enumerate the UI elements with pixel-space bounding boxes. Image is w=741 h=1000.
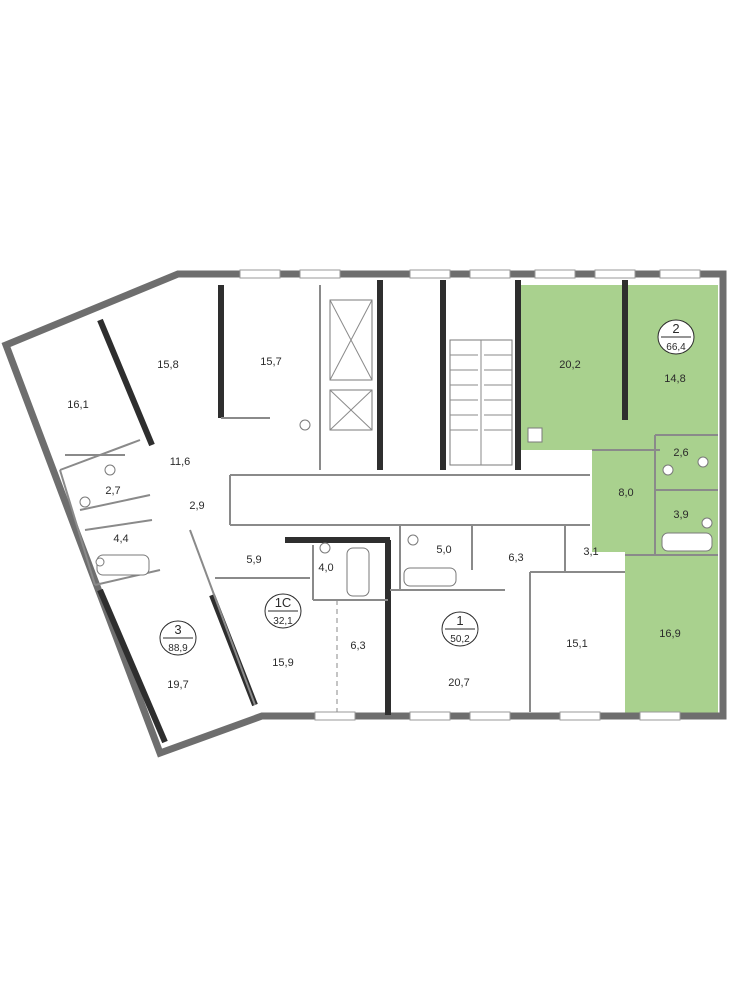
windows [239, 269, 701, 721]
room-labels: 16,1 15,8 15,7 11,6 2,7 4,4 2,9 19,7 5,9… [67, 356, 688, 691]
room-area: 14,8 [664, 373, 685, 385]
room-area: 2,6 [673, 447, 688, 459]
apartment-number: 1 [456, 613, 463, 628]
room-area: 3,1 [583, 546, 598, 558]
apartment-badge-3[interactable]: 3 88,9 [159, 620, 197, 656]
room-area: 15,8 [157, 359, 178, 371]
room-area: 6,3 [508, 552, 523, 564]
room-area: 5,9 [246, 554, 261, 566]
apartment-number: 2 [672, 321, 679, 336]
room-area: 6,3 [350, 640, 365, 652]
room-area: 2,9 [189, 500, 204, 512]
room-area: 15,7 [260, 356, 281, 368]
interior-walls [59, 280, 718, 744]
room-area: 20,7 [448, 677, 469, 689]
room-area: 19,7 [167, 679, 188, 691]
room-area: 5,0 [436, 544, 451, 556]
apartment-number: 1С [275, 595, 292, 610]
room-area: 20,2 [559, 359, 580, 371]
apartment-2-highlight[interactable] [520, 285, 718, 713]
room-area: 4,0 [318, 562, 333, 574]
apartment-badge-1c[interactable]: 1С 32,1 [264, 593, 302, 629]
outer-wall [1, 270, 727, 758]
room-area: 16,9 [659, 628, 680, 640]
room-area: 11,6 [170, 456, 191, 468]
room-area: 4,4 [113, 533, 128, 545]
apartment-area: 32,1 [273, 616, 293, 627]
room-area: 3,9 [673, 509, 688, 521]
apartment-number: 3 [174, 622, 181, 637]
apartment-area: 50,2 [450, 634, 470, 645]
apartment-area: 66,4 [666, 342, 686, 353]
room-area: 8,0 [618, 487, 633, 499]
fixtures [79, 419, 713, 597]
room-area: 2,7 [105, 485, 120, 497]
apartment-badge-1[interactable]: 1 50,2 [441, 611, 479, 647]
room-area: 16,1 [67, 399, 88, 411]
room-area: 15,1 [566, 638, 587, 650]
apartment-badge-2[interactable]: 2 66,4 [657, 319, 695, 355]
room-area: 15,9 [272, 657, 293, 669]
apartment-area: 88,9 [168, 643, 188, 654]
